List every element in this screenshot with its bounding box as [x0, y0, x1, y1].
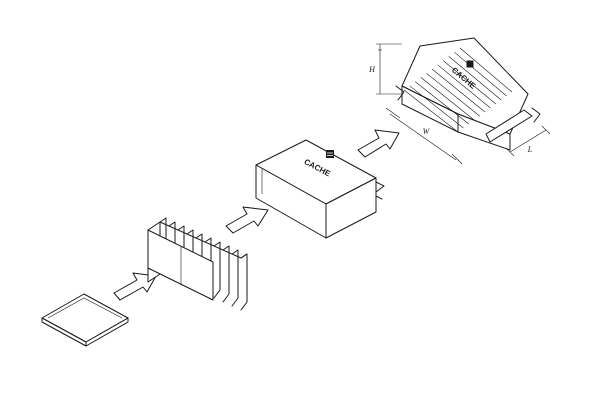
folded-pleats: [147, 217, 248, 311]
grille-slot: [443, 60, 496, 105]
grille-slot: [431, 68, 486, 113]
frame-case: CACHE: [255, 139, 385, 239]
dimension-width-label: W: [423, 127, 431, 136]
logo-icon: [466, 60, 474, 68]
grille-slot: [409, 85, 464, 129]
dimension-length-label: L: [527, 145, 533, 154]
assembled-filter: CACHE H W L: [368, 37, 551, 165]
dimension-width: W: [385, 107, 463, 165]
grille-slot: [403, 89, 459, 133]
flat-sheet: [41, 293, 129, 347]
dimension-height-label: H: [368, 65, 376, 74]
grille-slot: [415, 81, 469, 125]
grille-slot: [448, 56, 502, 101]
arrow-icon: [225, 206, 269, 234]
dimension-height: H: [368, 43, 402, 95]
pleat-fold: [240, 253, 248, 311]
pleat-edge: [159, 221, 248, 259]
pleat-fold: [222, 245, 230, 303]
pleat-fold: [231, 249, 239, 307]
arrow-icon: [113, 272, 157, 301]
grille-slot: [426, 72, 480, 117]
pleat-fold: [213, 241, 221, 299]
grille-slot: [454, 51, 507, 97]
grille-slot: [459, 47, 513, 93]
grille-slot: [420, 77, 475, 121]
dimension-length: L: [505, 125, 551, 157]
grille-slot: [437, 64, 491, 109]
logo-icon: [326, 150, 334, 158]
arrow-icon: [357, 129, 400, 158]
